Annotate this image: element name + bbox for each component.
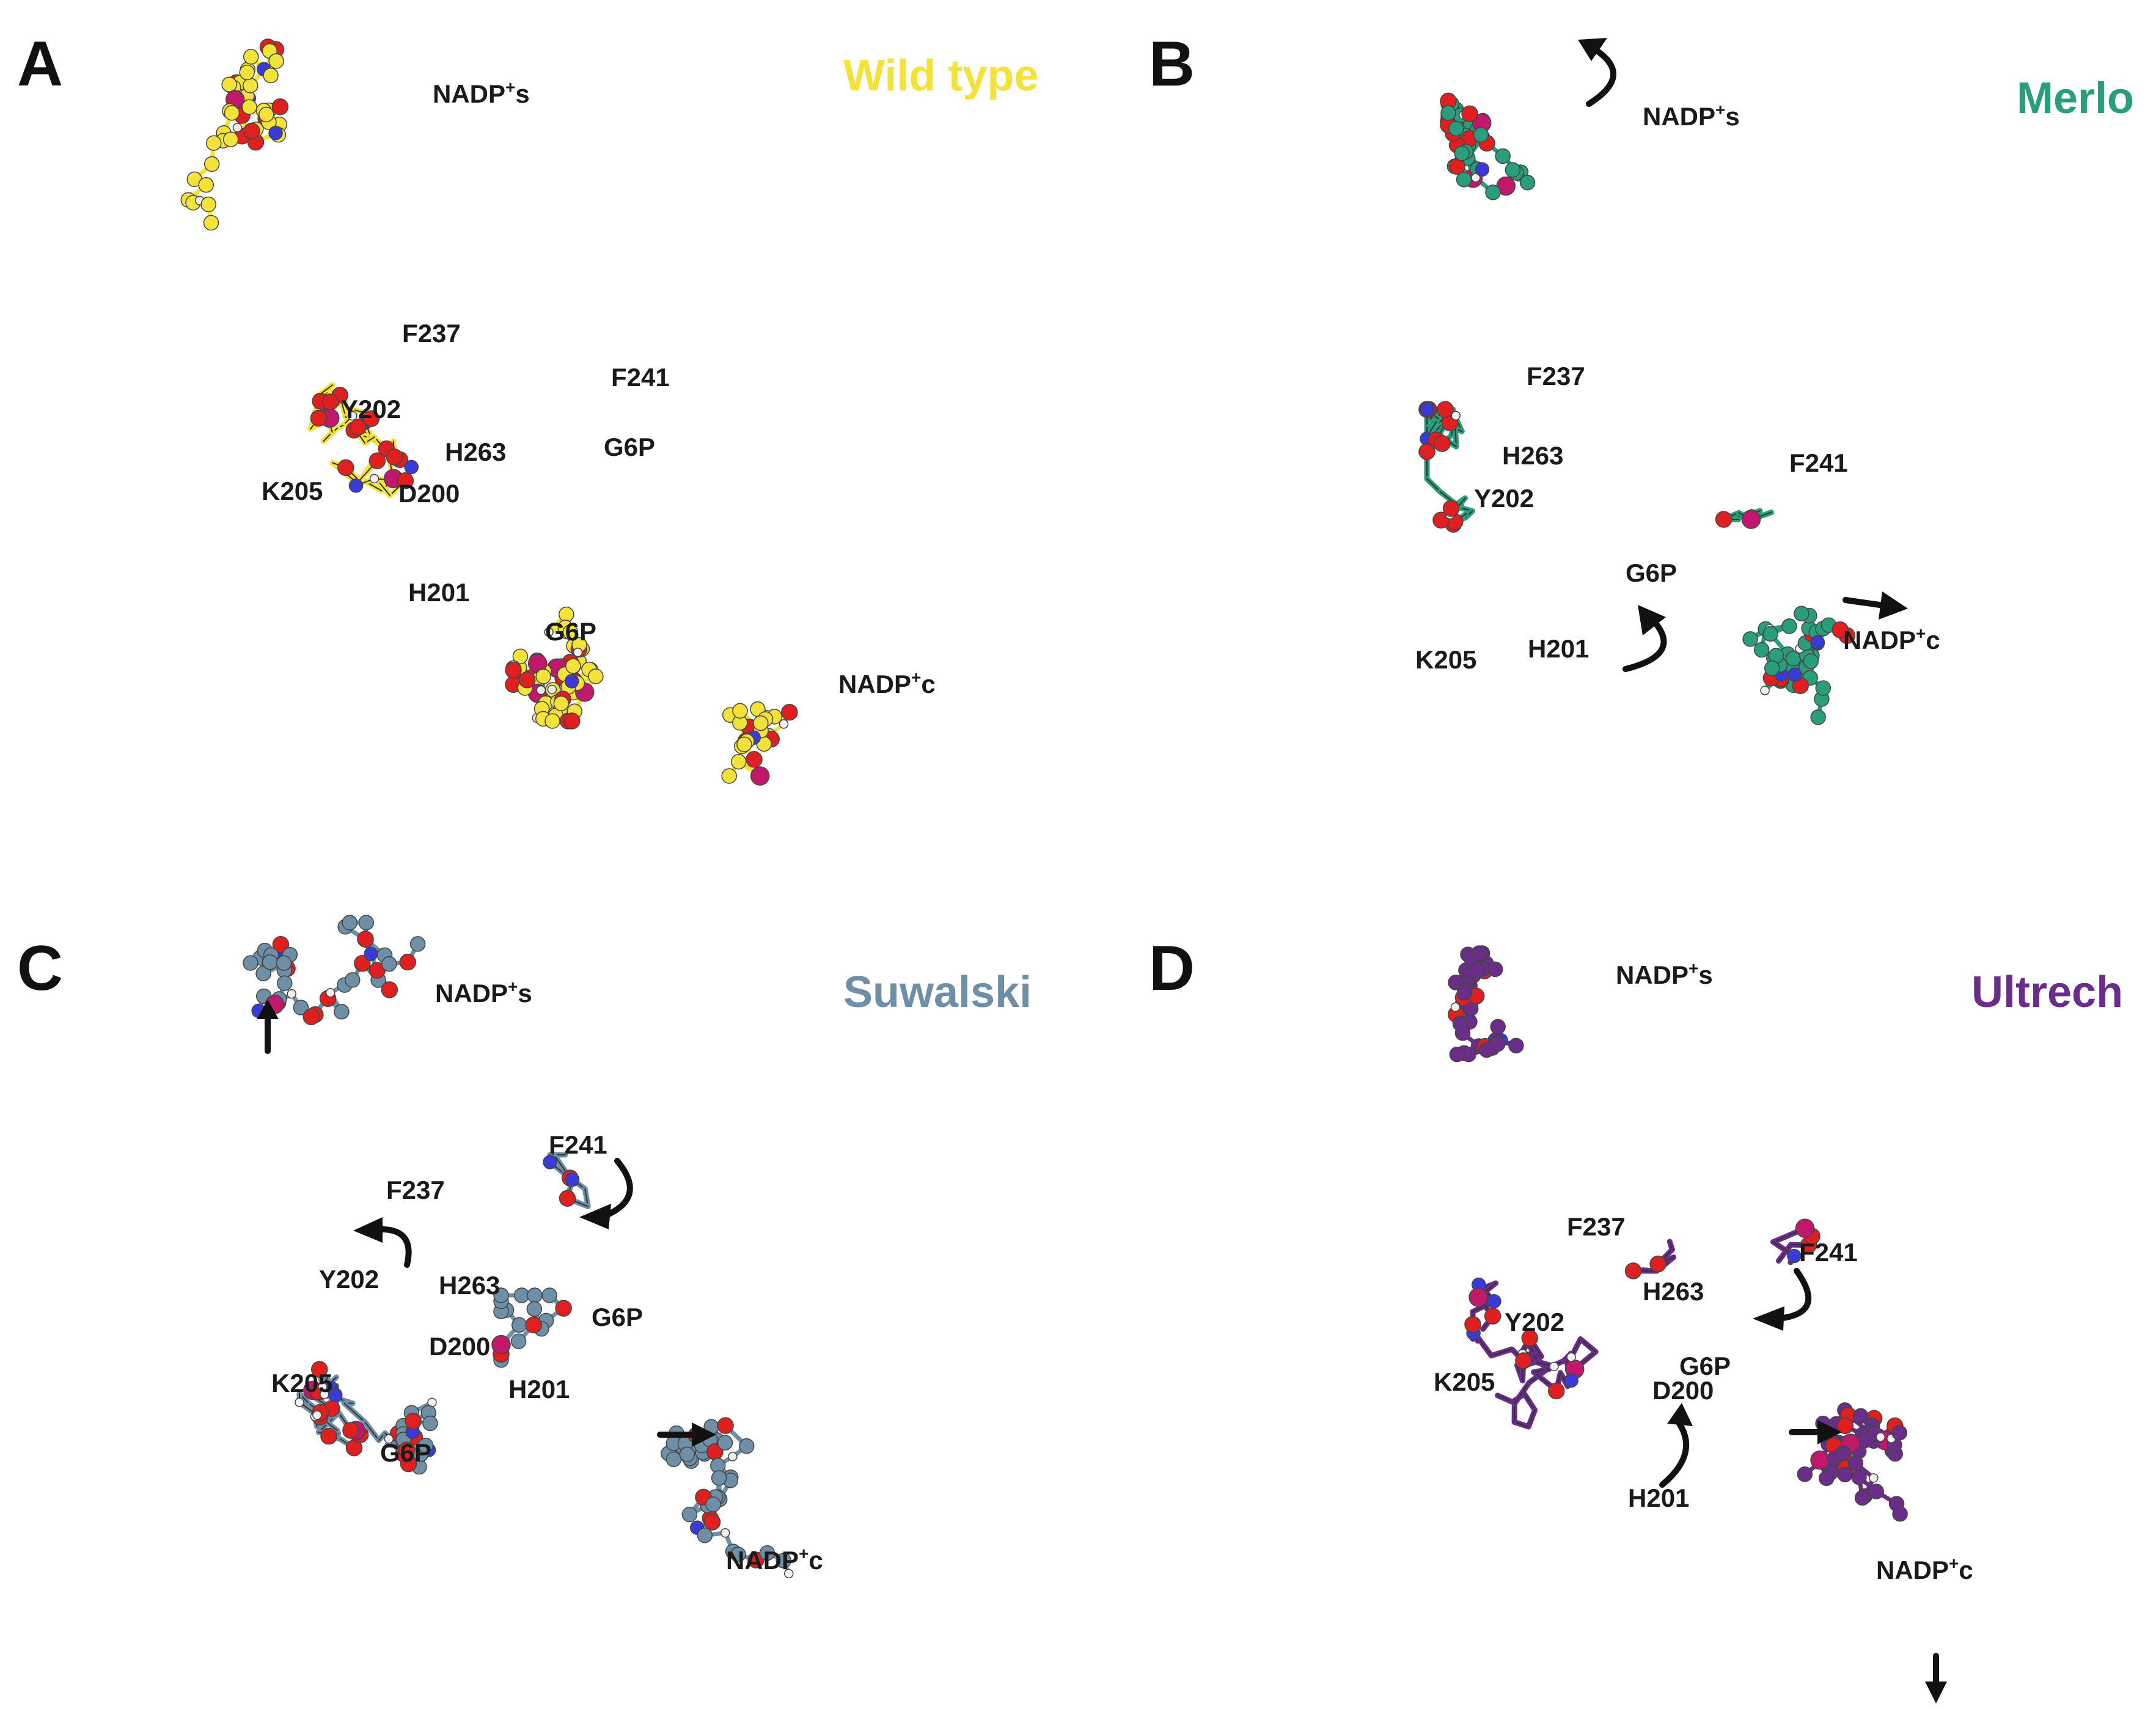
g6p-molecule xyxy=(491,1287,572,1368)
label-f237: F237 xyxy=(386,1176,445,1204)
arrowhead-icon xyxy=(1667,1403,1693,1426)
nadp-c-molecule xyxy=(1797,1402,1908,1522)
panel-title-wild-type: Wild type xyxy=(843,51,1038,100)
nadp-s-molecule xyxy=(1440,92,1536,200)
arrowhead-icon xyxy=(1879,591,1908,620)
label-f237: F237 xyxy=(402,319,461,348)
label-y202: Y202 xyxy=(319,1265,379,1294)
label-h201: H201 xyxy=(1528,634,1589,663)
panel-label-c: C xyxy=(17,933,63,1004)
label-f241: F241 xyxy=(1799,1238,1858,1267)
panel-d: D Ultrech NADP+s F237 F241 H263 Y202 G6P… xyxy=(1149,933,2123,1704)
label-f241: F241 xyxy=(549,1130,607,1159)
curved-arrow-icon xyxy=(1775,1268,1812,1322)
curved-arrow-icon xyxy=(1623,614,1667,672)
residue-cluster xyxy=(307,382,419,499)
label-nadp-c: NADP+c xyxy=(838,668,936,698)
curved-arrow-icon xyxy=(1659,1421,1690,1488)
panel-a: A Wild type NADP+s F237 F241 Y202 H263 G… xyxy=(17,29,1038,786)
label-nadp-s: NADP+s xyxy=(1616,959,1713,989)
label-g6p-upper: G6P xyxy=(592,1303,643,1331)
label-h201: H201 xyxy=(408,578,469,607)
label-nadp-c: NADP+c xyxy=(1843,624,1940,654)
label-y202: Y202 xyxy=(341,395,401,423)
panel-title-merlo: Merlo xyxy=(2017,74,2134,123)
label-h263: H263 xyxy=(439,1271,500,1300)
label-g6p-upper: G6P xyxy=(604,433,655,461)
f237-residue xyxy=(1624,1239,1677,1279)
label-k205: K205 xyxy=(262,477,323,505)
nadp-s-molecule xyxy=(180,38,289,231)
label-h201: H201 xyxy=(1628,1484,1689,1512)
curved-arrow-icon xyxy=(1586,43,1616,107)
label-g6p: G6P xyxy=(1626,558,1677,587)
label-nadp-c: NADP+c xyxy=(726,1544,823,1575)
residue-cluster xyxy=(1464,1277,1599,1430)
label-nadp-s: NADP+s xyxy=(1643,100,1740,131)
label-h263: H263 xyxy=(445,437,506,466)
label-f237: F237 xyxy=(1567,1212,1626,1241)
label-f237: F237 xyxy=(1527,362,1585,390)
curved-arrow-icon xyxy=(376,1226,412,1268)
arrowhead-icon xyxy=(257,1000,279,1019)
label-k205: K205 xyxy=(271,1369,332,1397)
panel-label-b: B xyxy=(1149,29,1195,100)
nadp-c-tail-molecule xyxy=(721,701,798,786)
panel-b: B Merlo NADP+s F237 H263 F241 Y202 G6P K… xyxy=(1149,29,2134,725)
label-h263: H263 xyxy=(1643,1277,1704,1306)
nadp-c-molecule xyxy=(1742,606,1856,725)
label-k205: K205 xyxy=(1434,1367,1495,1396)
label-nadp-c: NADP+c xyxy=(1876,1554,1973,1584)
label-y202: Y202 xyxy=(1505,1308,1564,1336)
panel-c: C Suwalski NADP+s F241 F237 Y202 H263 G6… xyxy=(17,915,1032,1579)
label-d200: D200 xyxy=(398,479,460,508)
label-h201: H201 xyxy=(508,1375,570,1403)
residue-cluster xyxy=(1418,401,1475,533)
arrowhead-icon xyxy=(1578,38,1607,61)
label-h263: H263 xyxy=(1502,441,1563,470)
panel-label-a: A xyxy=(17,29,63,100)
curved-arrow-icon xyxy=(602,1158,633,1219)
arrowhead-icon xyxy=(353,1217,383,1243)
nadp-s-molecule xyxy=(243,915,426,1025)
panel-label-d: D xyxy=(1149,933,1195,1004)
label-f241: F241 xyxy=(1789,448,1848,477)
label-d200: D200 xyxy=(429,1332,490,1361)
label-nadp-s: NADP+s xyxy=(435,977,532,1008)
arrowhead-icon xyxy=(1817,1420,1842,1444)
arrowhead-icon xyxy=(1925,1682,1947,1704)
f241-residue xyxy=(543,1152,591,1210)
label-g6p: G6P xyxy=(1679,1352,1731,1380)
arrowhead-icon xyxy=(692,1422,716,1447)
arrowhead-icon xyxy=(1753,1306,1784,1331)
label-d200: D200 xyxy=(1652,1376,1714,1405)
arrowhead-icon xyxy=(579,1204,611,1229)
f241-residue xyxy=(1770,1218,1821,1265)
panel-title-ultrech: Ultrech xyxy=(1971,968,2123,1017)
label-g6p-lower: G6P xyxy=(545,617,596,646)
label-nadp-s: NADP+s xyxy=(433,78,530,108)
label-f241: F241 xyxy=(611,363,670,392)
arrowhead-icon xyxy=(1638,605,1666,635)
panel-title-suwalski: Suwalski xyxy=(843,968,1032,1017)
nadp-s-molecule xyxy=(1448,945,1524,1063)
label-g6p-lower: G6P xyxy=(380,1438,431,1467)
label-y202: Y202 xyxy=(1474,484,1534,513)
f241-residue xyxy=(1715,508,1775,529)
label-k205: K205 xyxy=(1415,645,1476,674)
g6p-nadp-c-molecule xyxy=(505,606,604,730)
g6p-lower-molecule xyxy=(395,1397,438,1475)
